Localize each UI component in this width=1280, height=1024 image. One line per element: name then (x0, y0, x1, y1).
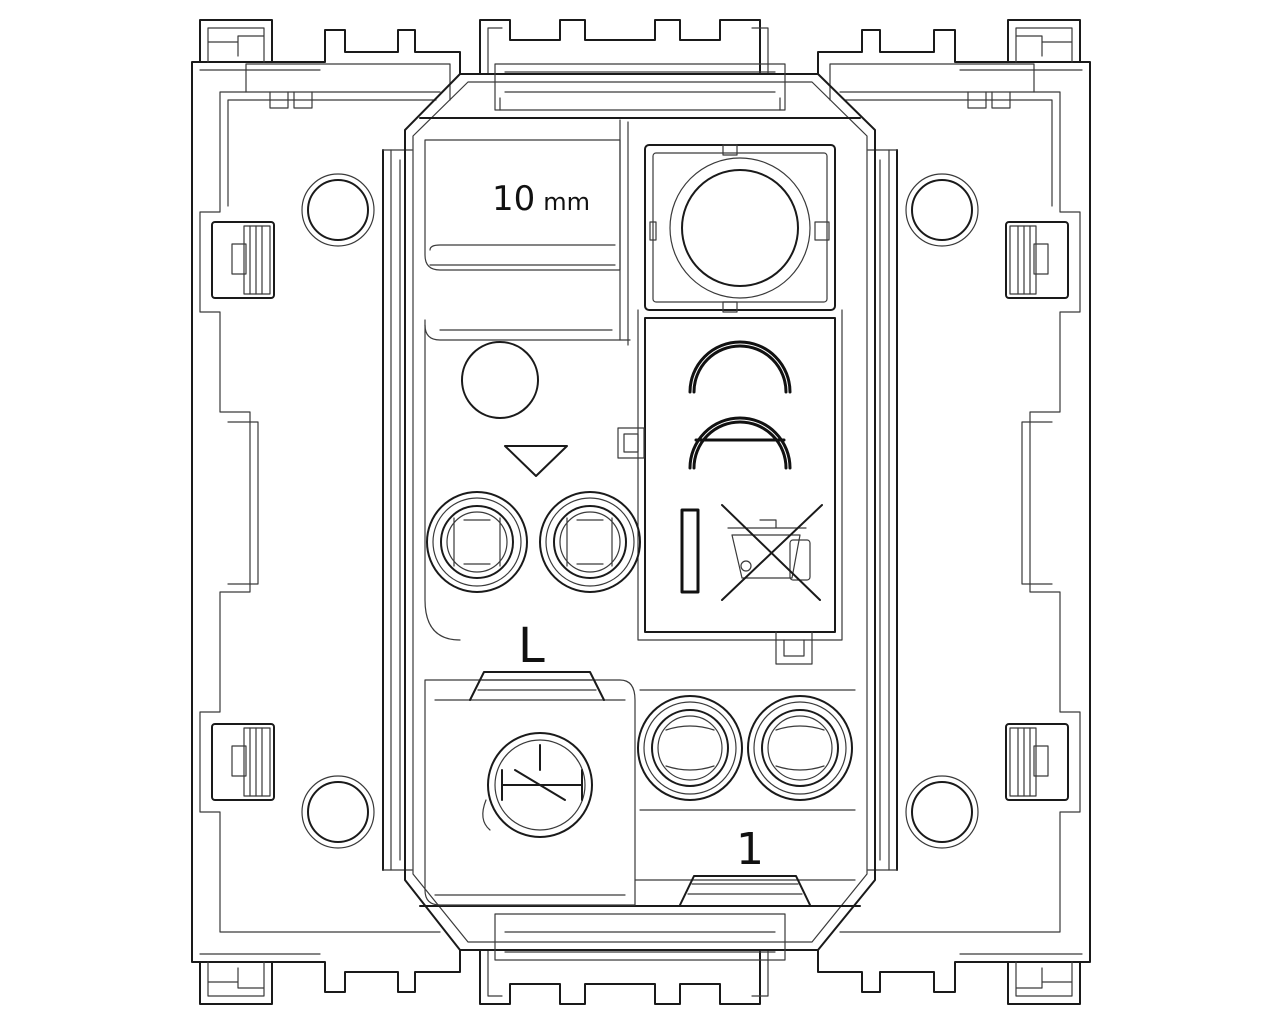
mounting-holes (301, 173, 979, 849)
down-triangle-icon (504, 445, 568, 477)
latch-right-bottom (1005, 723, 1069, 801)
strip-gauge (424, 119, 631, 346)
left-side-rail (199, 63, 451, 933)
mount-hole-bottom-left (307, 781, 369, 843)
latch-left-bottom (211, 723, 275, 801)
terminal-label-live: L (518, 618, 545, 674)
terminal-pair-upper (424, 319, 641, 641)
mount-hole-top-left (307, 179, 369, 241)
insulation-bar-icon (680, 508, 700, 594)
strip-length-unit: mm (543, 188, 590, 216)
latch-left-top (211, 221, 275, 299)
latch-clips (211, 221, 1069, 801)
terminal-block-top (424, 319, 641, 641)
indicator-window (461, 341, 539, 419)
right-side-rail (829, 63, 1081, 933)
center-tabs (479, 19, 769, 1005)
terminal-pair-lower (637, 689, 856, 811)
outer-frame (191, 29, 1091, 993)
strip-length-value: 10 (492, 179, 535, 219)
terminal-label-one: 1 (736, 824, 764, 875)
push-button-aperture (644, 144, 836, 313)
mount-hole-bottom-right (911, 781, 973, 843)
marks-panel (617, 309, 843, 665)
ce-mark-icon (688, 340, 792, 470)
strip-length-label: 10 mm (492, 179, 590, 219)
crossed-out-bin-icon (721, 504, 823, 601)
latch-right-top (1005, 221, 1069, 299)
terminal-block-bottom (424, 671, 856, 906)
central-body (404, 63, 876, 961)
switch-symbol-icon (482, 732, 593, 838)
mount-hole-top-right (911, 179, 973, 241)
corner-hooks (199, 19, 1081, 1005)
